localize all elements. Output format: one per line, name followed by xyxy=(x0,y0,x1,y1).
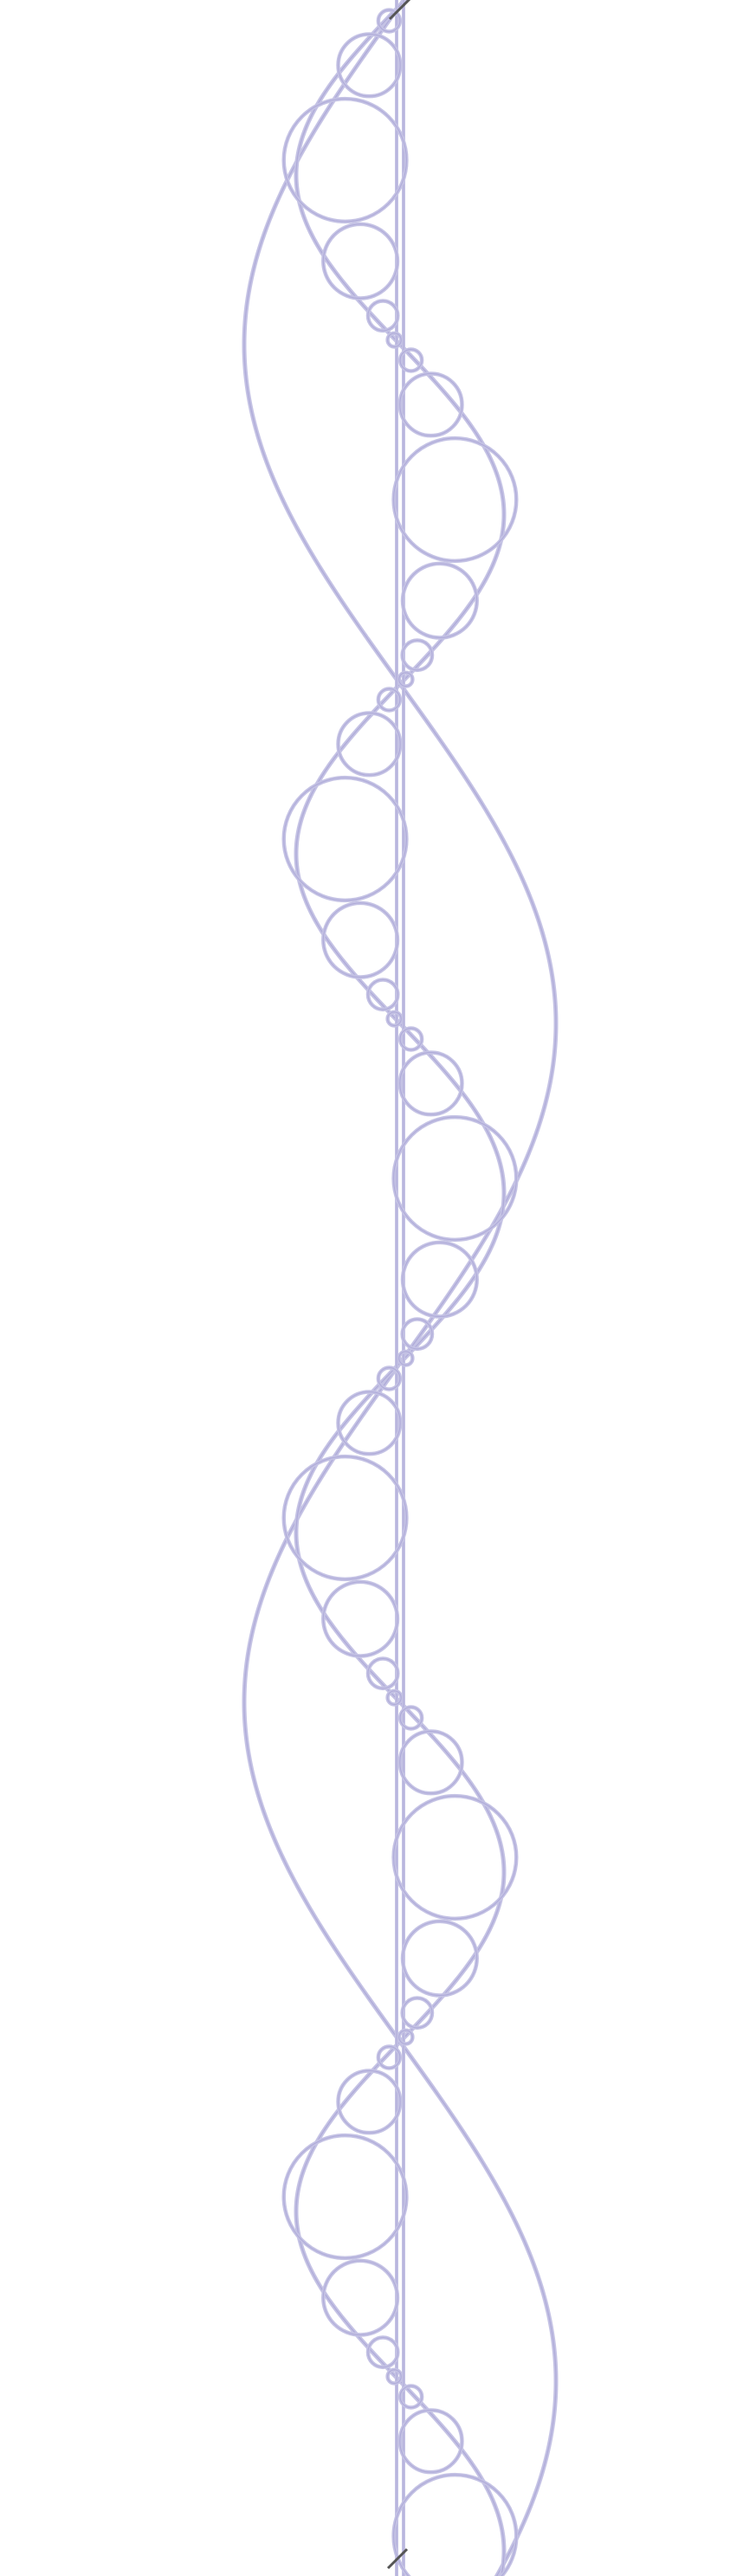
chain-circle-6-2 xyxy=(281,2133,409,2261)
chain-circle-core-4-2 xyxy=(283,1456,407,1580)
chain-circle-core-2-2 xyxy=(283,777,407,901)
chain-circle-core-3-4 xyxy=(402,1319,433,1350)
chain-circle-core-5-2 xyxy=(393,1795,517,1920)
chain-circle-core-1-0 xyxy=(399,349,423,371)
large-wave-group xyxy=(242,0,559,2576)
chain-circle-core-1-4 xyxy=(402,640,433,671)
circle-chain-group xyxy=(281,8,519,2576)
chain-circle-core-4-4 xyxy=(367,1658,398,1689)
chain-circle-core-1-3 xyxy=(402,563,478,638)
chain-circle-4-2 xyxy=(281,1454,409,1582)
chain-circle-core-5-0 xyxy=(399,1707,423,1729)
chain-circle-core-3-0 xyxy=(399,1028,423,1050)
chain-circle-core-5-5 xyxy=(398,2030,413,2044)
chain-circle-core-7-1 xyxy=(399,2410,462,2473)
edge-shadow-group xyxy=(386,0,411,2570)
chain-circle-1-2 xyxy=(391,436,519,564)
chain-circle-core-0-0 xyxy=(378,10,401,32)
small-wave-group xyxy=(294,0,507,2576)
edge-shadow-top xyxy=(388,0,411,21)
chain-circle-core-7-2 xyxy=(393,2474,517,2576)
chain-circle-core-0-2 xyxy=(283,98,407,223)
chain-circle-core-6-3 xyxy=(322,2260,398,2335)
large-wave-outer xyxy=(242,0,559,2576)
chain-circle-2-2 xyxy=(281,775,409,903)
chain-circle-core-1-5 xyxy=(398,672,413,687)
chain-circle-core-0-3 xyxy=(322,223,398,300)
chain-circle-core-2-3 xyxy=(322,902,398,978)
chain-circle-core-2-1 xyxy=(338,713,401,776)
chain-circle-core-1-2 xyxy=(393,437,517,562)
chain-circle-core-3-3 xyxy=(402,1242,478,1318)
chain-circle-core-6-2 xyxy=(283,2134,407,2259)
chain-circle-core-7-0 xyxy=(399,2386,423,2408)
chain-circle-core-5-1 xyxy=(399,1731,462,1794)
chain-circle-core-2-5 xyxy=(387,1011,402,1027)
chain-circle-5-2 xyxy=(391,1793,519,1921)
chain-circle-core-3-2 xyxy=(393,1116,517,1241)
chain-circle-core-6-0 xyxy=(378,2046,401,2069)
chain-circle-core-4-0 xyxy=(378,1367,401,1390)
chain-circle-core-4-3 xyxy=(322,1581,398,1657)
chain-circle-core-6-4 xyxy=(367,2337,398,2368)
chain-circle-core-1-1 xyxy=(399,373,462,436)
chain-circle-core-2-4 xyxy=(367,979,398,1010)
edge-shadow-bottom xyxy=(386,2547,409,2570)
chain-circle-0-2 xyxy=(281,96,409,224)
chain-circle-core-6-5 xyxy=(387,2369,402,2384)
large-wave-inner xyxy=(243,0,557,2576)
small-wave-outer xyxy=(294,0,507,2576)
chain-circle-core-6-1 xyxy=(338,2070,401,2134)
chain-circle-core-4-1 xyxy=(338,1391,401,1455)
chain-circle-core-3-1 xyxy=(399,1052,462,1115)
chain-circle-core-5-3 xyxy=(402,1921,478,1996)
chain-circle-core-2-0 xyxy=(378,688,401,711)
chain-circle-core-0-1 xyxy=(338,34,401,97)
small-wave-inner xyxy=(295,0,505,2576)
chain-circle-3-2 xyxy=(391,1114,519,1243)
chain-circle-core-4-5 xyxy=(387,1690,402,1706)
chain-circle-7-2 xyxy=(391,2472,519,2576)
chain-circle-core-0-5 xyxy=(387,332,402,348)
chain-circle-core-3-5 xyxy=(398,1351,413,1366)
chain-circle-core-0-4 xyxy=(367,300,398,332)
chain-circle-core-5-4 xyxy=(402,1998,433,2029)
